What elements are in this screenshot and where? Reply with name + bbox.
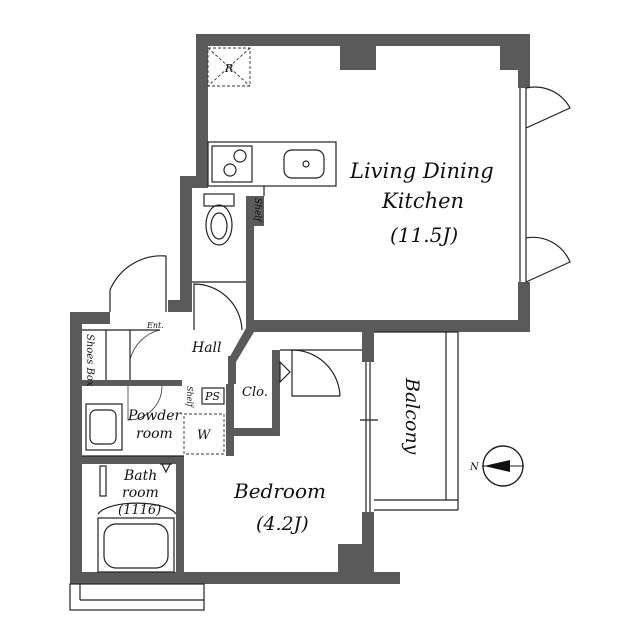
bath-room-label-line2: room xyxy=(122,485,159,501)
pipe-space-label: PS xyxy=(204,390,220,403)
pipe-space: PS xyxy=(201,387,225,405)
bath-room-label-line3: (1116) xyxy=(118,503,161,518)
bathtub-icon xyxy=(97,463,177,573)
shelf-upper-label: Shelf xyxy=(252,198,262,223)
bath-room-label-line1: Bath xyxy=(123,468,157,484)
compass-label: N xyxy=(469,462,480,473)
powder-room-label-line2: room xyxy=(136,426,173,442)
powder-room-label-line1: Powder xyxy=(127,408,183,424)
kitchen-counter xyxy=(207,141,337,196)
ldk-label-line2: Kitchen xyxy=(381,189,464,213)
bedroom-size: (4.2J) xyxy=(256,513,309,535)
entrance-label: Ent. xyxy=(146,321,164,330)
bedroom-window xyxy=(360,362,378,512)
washer-space: W xyxy=(183,413,225,455)
closet-label: Clo. xyxy=(242,385,268,400)
walls xyxy=(70,34,530,584)
bedroom-label: Bedroom xyxy=(233,479,326,503)
shelf-lower-label: Shelf xyxy=(185,386,194,409)
refrigerator-label: R xyxy=(224,62,233,75)
washbasin-icon xyxy=(85,403,123,451)
balcony-label: Balcony xyxy=(401,377,423,455)
partition-lines xyxy=(69,281,459,611)
ldk-size: (11.5J) xyxy=(390,223,458,247)
compass-icon: N xyxy=(469,445,524,487)
refrigerator-icon: R xyxy=(207,47,251,87)
washer-label: W xyxy=(197,428,212,443)
shoes-box-label: Shoes Box xyxy=(84,334,95,387)
ldk-window xyxy=(519,86,571,283)
room-labels: Living Dining Kitchen (11.5J) Bedroom (4… xyxy=(84,159,494,535)
hall-label: Hall xyxy=(191,340,222,356)
ldk-label-line1: Living Dining xyxy=(349,159,494,183)
doors xyxy=(109,255,341,421)
toilet-icon xyxy=(203,193,235,246)
